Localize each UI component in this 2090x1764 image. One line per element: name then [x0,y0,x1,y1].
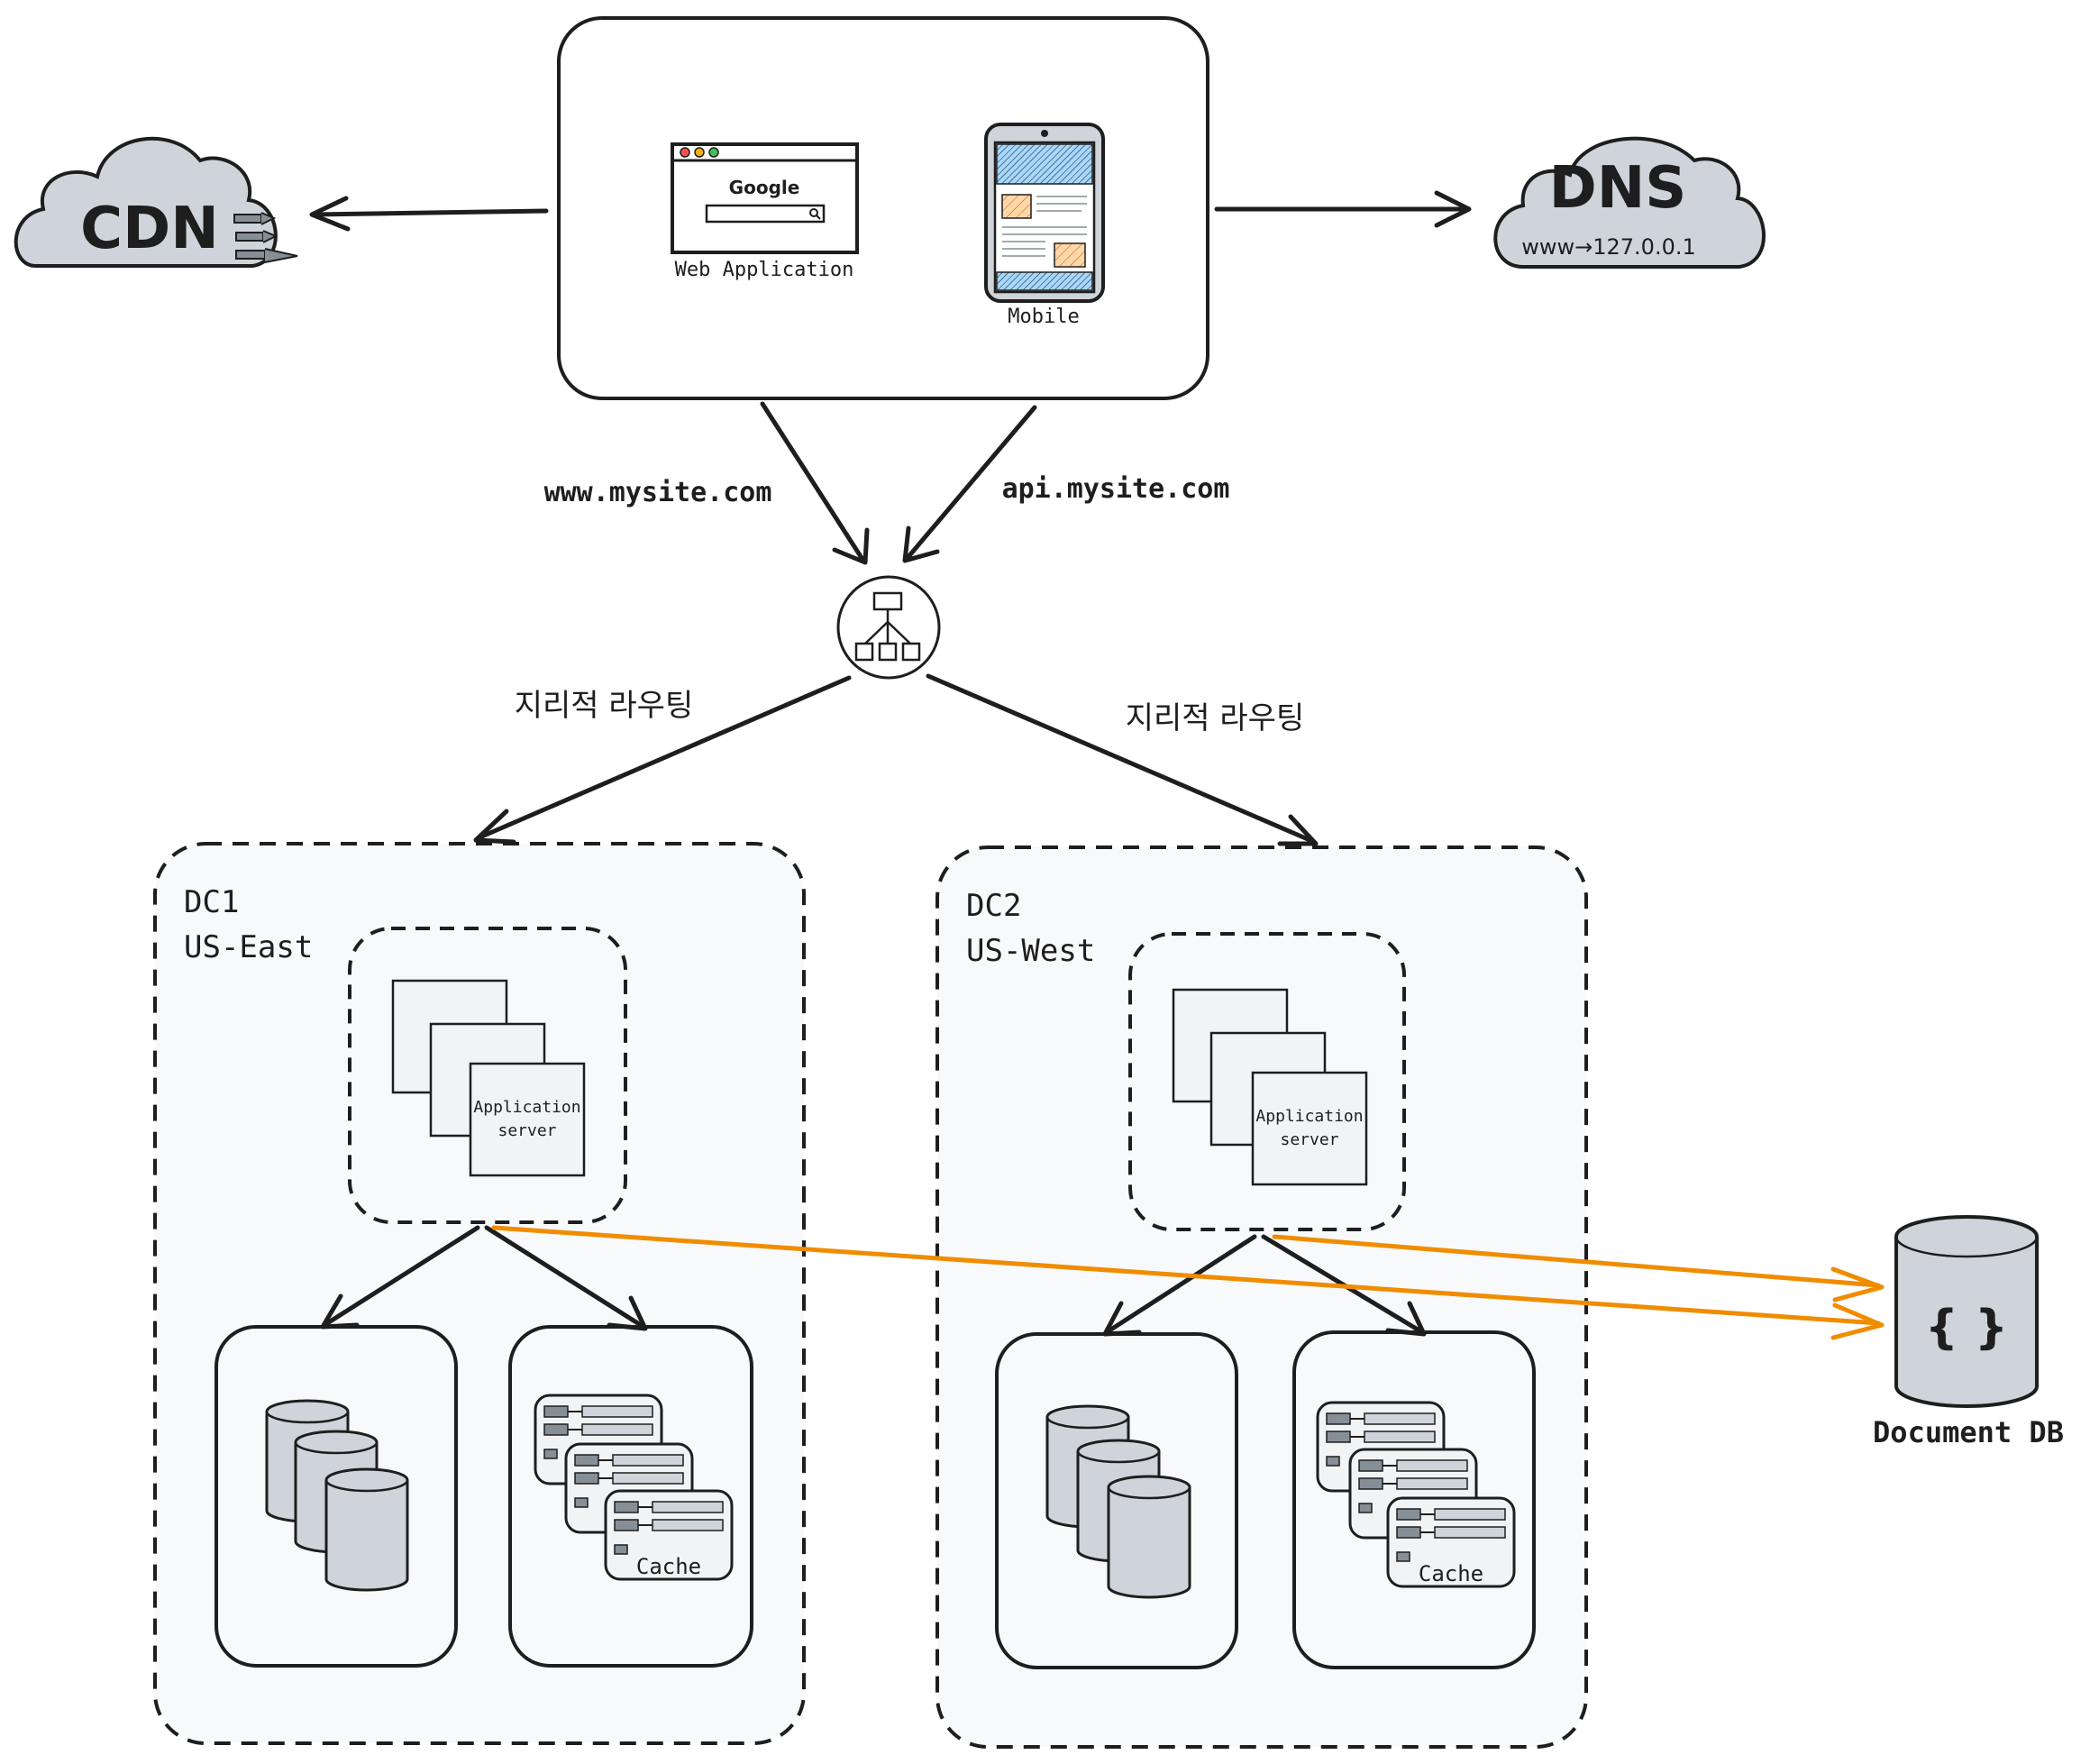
cdn-node: CDN [14,136,298,268]
arrow-lb-to-dc2 [926,673,1319,846]
edge-label-geo-left: 지리적 라우팅 [515,688,694,724]
browser-close-dot-icon [680,147,690,158]
document-db-node: { } Document DB [1873,1215,2064,1449]
clients-box [557,16,1209,400]
dns-cloud-icon [1493,136,1766,269]
google-logo: Google [729,177,800,198]
web-application-node: Google Web Application [671,142,859,281]
dc1-boundary [153,842,806,1745]
search-icon [809,208,818,217]
dc1-cache-label: Cache [636,1554,701,1579]
dc2-cache-box [1292,1330,1536,1669]
mobile-label: Mobile [1008,306,1079,328]
dns-mapping: www→127.0.0.1 [1521,234,1696,260]
web-application-label: Web Application [675,259,854,281]
app-server-label-line1: Application [473,1098,580,1117]
dc1-group: DC1 US-East Application server [153,842,806,1745]
phone-camera-icon [1041,130,1048,137]
dc2-region: US-West [966,933,1095,969]
dc2-name: DC2 [966,888,1021,924]
cdn-label: CDN [80,196,219,262]
app-server-label-line2: server [497,1121,556,1140]
arrow-www-to-lb [760,401,870,565]
dc1-to-docdb-arrow [491,1225,1885,1340]
dc1-db-box [214,1325,458,1668]
browser-max-dot-icon [708,147,719,158]
browser-search-bar [705,204,826,224]
edge-label-geo-right: 지리적 라우팅 [1126,700,1305,736]
dns-node: DNS www→127.0.0.1 [1493,136,1766,269]
cdn-speed-arrows-icon [233,212,298,263]
arrow-to-dns [1214,190,1472,228]
document-db-label: Document DB [1873,1415,2064,1449]
dc2-group: DC2 US-West Application server [935,845,1588,1749]
edge-label-api: api.mysite.com [1002,473,1230,505]
cdn-cloud-icon [14,136,278,268]
app-server-label-line1: Application [1255,1107,1363,1126]
dc1-cache-box [508,1325,753,1668]
load-balancer-node [836,575,941,680]
arrow-lb-to-dc1 [473,675,852,845]
arrow-api-to-lb [902,405,1037,563]
app-server-label-line2: server [1280,1130,1338,1149]
browser-min-dot-icon [694,147,705,158]
document-db-braces-icon: { } [1925,1301,2008,1355]
dc1-name: DC1 [184,884,239,920]
dc1-app-server-stack: Application server [391,979,586,1177]
mobile-node: Mobile [984,123,1105,328]
dc2-to-docdb-arrow [1272,1234,1885,1302]
edge-label-www: www.mysite.com [544,477,772,508]
arrow-to-cdn [309,196,549,232]
dc2-cache-label: Cache [1419,1561,1483,1586]
dns-label: DNS [1549,155,1687,222]
dc2-app-server-stack: Application server [1172,988,1368,1186]
dc2-db-box [995,1332,1238,1669]
document-db-cylinder-icon [1894,1215,2039,1408]
dc1-region: US-East [184,929,313,965]
load-balancer-icon [854,591,921,662]
